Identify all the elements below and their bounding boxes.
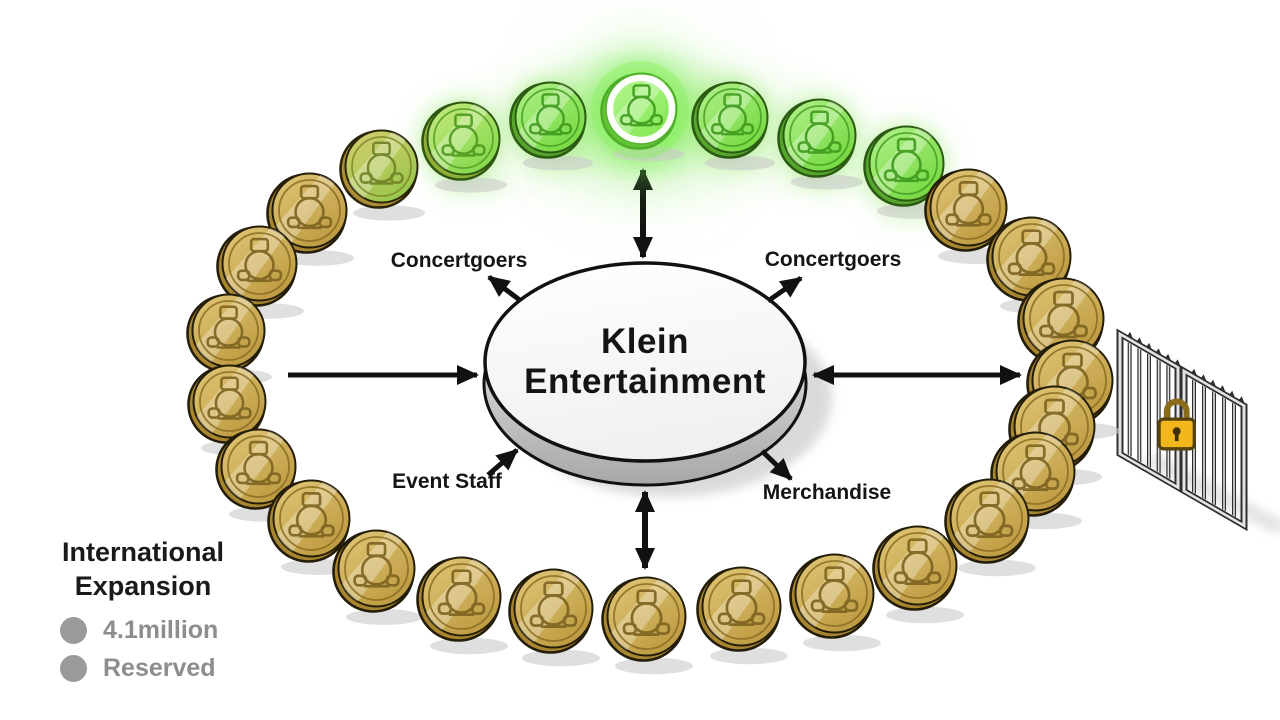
hub-disc xyxy=(482,261,832,497)
arrow xyxy=(760,449,793,481)
padlock-icon xyxy=(1157,398,1196,451)
locked-gate-icon xyxy=(1116,328,1280,532)
arrow xyxy=(486,448,519,477)
keyhole xyxy=(1172,427,1181,436)
arrows-layer xyxy=(288,168,1022,570)
arrow xyxy=(766,275,803,304)
arrow xyxy=(487,275,523,303)
hub-disc-face xyxy=(483,261,807,463)
keyhole-slot xyxy=(1174,431,1179,442)
